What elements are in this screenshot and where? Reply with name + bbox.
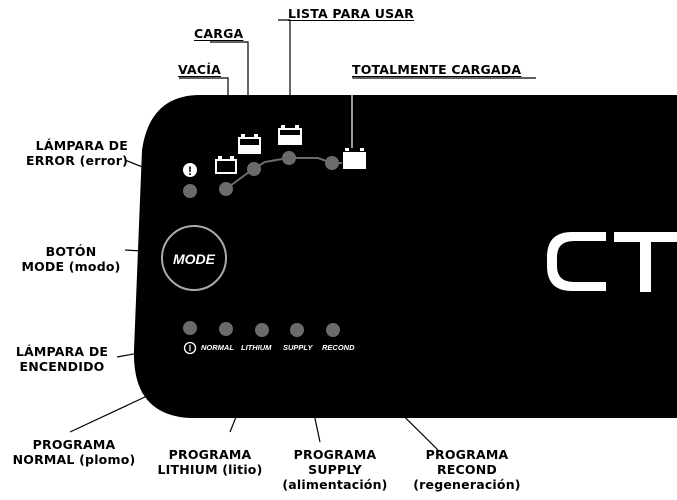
battery-icon-full xyxy=(343,148,366,169)
charger-panel xyxy=(133,95,677,418)
exclamation-circle-icon xyxy=(183,163,197,177)
led-power xyxy=(183,321,197,335)
led-lithium xyxy=(255,323,269,337)
battery-icon-charging xyxy=(238,134,261,154)
led-ready xyxy=(282,151,296,165)
label-program-recond: PROGRAMA RECOND (regeneración) xyxy=(413,447,521,492)
led-empty xyxy=(219,182,233,196)
label-program-lithium: PROGRAMA LITHIUM (litio) xyxy=(157,447,263,477)
error-glyph: ! xyxy=(188,164,192,178)
led-recond xyxy=(326,323,340,337)
label-error-lamp: LÁMPARA DE ERROR (error) xyxy=(26,138,128,168)
led-normal xyxy=(219,322,233,336)
mode-button-label: MODE xyxy=(173,251,216,267)
led-full xyxy=(325,156,339,170)
label-ready: LISTA PARA USAR xyxy=(288,6,414,21)
battery-icon-empty xyxy=(215,156,237,174)
label-mode-button: BOTÓN MODE (modo) xyxy=(21,244,121,274)
label-program-normal: PROGRAMA NORMAL (plomo) xyxy=(12,437,136,467)
power-glyph: I xyxy=(189,344,191,353)
label-charging: CARGA xyxy=(194,26,244,41)
power-icon xyxy=(183,341,197,355)
program-label-lithium: LITHIUM xyxy=(241,343,272,352)
label-empty: VACÍA xyxy=(178,62,221,77)
led-supply xyxy=(290,323,304,337)
led-error xyxy=(183,184,197,198)
label-power-lamp: LÁMPARA DE ENCENDIDO xyxy=(15,344,109,374)
program-label-normal: NORMAL xyxy=(201,343,234,352)
program-label-recond: RECOND xyxy=(322,343,355,352)
mode-button[interactable] xyxy=(161,225,227,291)
led-charging xyxy=(247,162,261,176)
label-fully-charged: TOTALMENTE CARGADA xyxy=(352,62,522,77)
battery-icon-ready xyxy=(278,125,302,145)
program-label-supply: SUPPLY xyxy=(283,343,313,352)
brand-logo xyxy=(547,232,677,292)
label-program-supply: PROGRAMA SUPPLY (alimentación) xyxy=(282,447,388,492)
leader-lines xyxy=(69,19,536,451)
